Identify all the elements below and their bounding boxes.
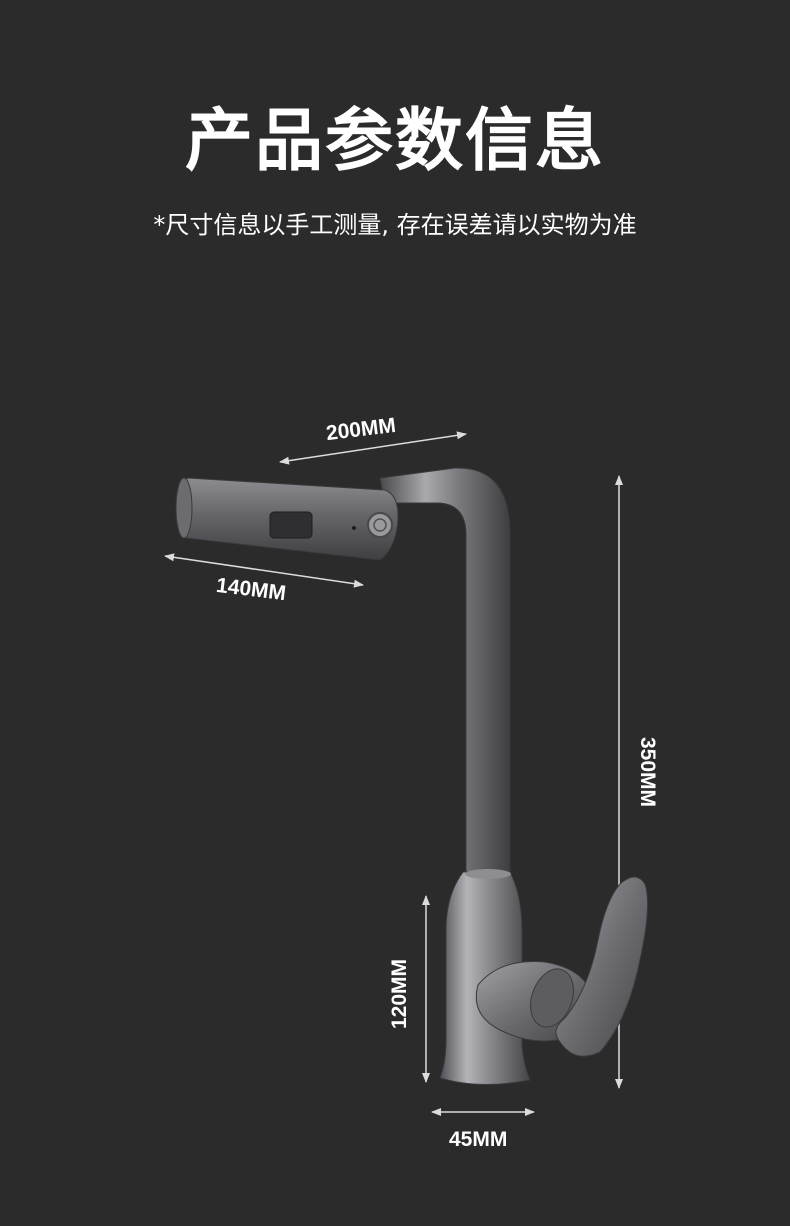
spray-head-end-cap [175, 477, 193, 539]
faucet-base-collar [465, 869, 511, 879]
faucet-handle-lever [555, 876, 649, 1057]
spray-nozzle-aerator [367, 512, 393, 538]
dimension-line-140mm [164, 553, 364, 588]
page-title: 产品参数信息 [184, 102, 605, 181]
spray-head-indicator-dot [352, 526, 356, 530]
spray-mode-button [269, 511, 313, 539]
faucet-lever-cap [530, 968, 574, 1028]
faucet-spout-pipe [379, 467, 511, 881]
measurement-disclaimer: *尺寸信息以手工测量, 存在误差请以实物为准 [153, 211, 637, 239]
spray-nozzle-inner [373, 518, 387, 532]
dimension-label-45mm: 45MM [449, 1128, 508, 1151]
dimension-label-350mm: 350MM [636, 736, 660, 808]
dimension-line-200mm [279, 431, 467, 465]
dimension-label-120mm: 120MM [388, 958, 412, 1030]
